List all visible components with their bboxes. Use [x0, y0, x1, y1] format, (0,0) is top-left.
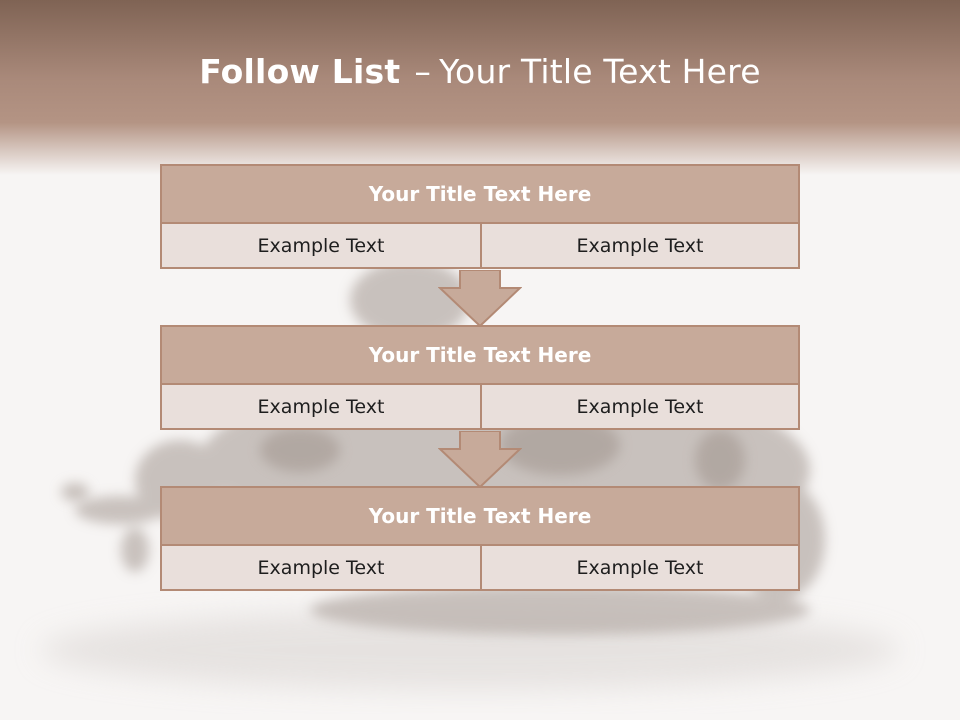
block-left-text: Example Text: [162, 385, 482, 428]
block-title: Your Title Text Here: [162, 327, 798, 385]
list-block-2: Your Title Text Here Example Text Exampl…: [160, 325, 800, 430]
down-arrow-icon: [438, 270, 522, 328]
block-right-text: Example Text: [482, 546, 798, 589]
block-left-text: Example Text: [162, 224, 482, 267]
header-band: [0, 0, 960, 175]
block-left-text: Example Text: [162, 546, 482, 589]
block-title: Your Title Text Here: [162, 488, 798, 546]
block-title: Your Title Text Here: [162, 166, 798, 224]
down-arrow-icon: [438, 431, 522, 489]
slide-title: Follow List–Your Title Text Here: [0, 52, 960, 91]
block-right-text: Example Text: [482, 385, 798, 428]
block-right-text: Example Text: [482, 224, 798, 267]
slide-title-rest: Your Title Text Here: [439, 52, 761, 91]
slide-title-bold: Follow List: [199, 52, 401, 91]
list-block-1: Your Title Text Here Example Text Exampl…: [160, 164, 800, 269]
list-block-3: Your Title Text Here Example Text Exampl…: [160, 486, 800, 591]
slide-title-separator: –: [414, 52, 432, 91]
